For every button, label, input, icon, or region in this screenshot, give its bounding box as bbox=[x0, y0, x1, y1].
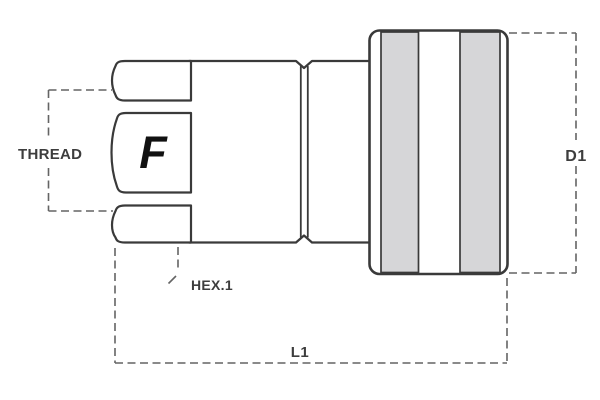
dimension-label-group: THREAD HEX.1 L1 D1 bbox=[18, 146, 586, 361]
body-top-edge bbox=[187, 59, 373, 70]
knurl-band-left bbox=[380, 31, 420, 274]
knurl-band-right bbox=[459, 31, 501, 274]
hex-face-middle bbox=[110, 111, 193, 194]
l1-label: L1 bbox=[291, 344, 310, 361]
body-bottom-edge bbox=[187, 234, 373, 244]
hex-leader-tick bbox=[167, 275, 177, 285]
hex-nut bbox=[110, 59, 193, 244]
hex-face-bottom bbox=[110, 204, 193, 244]
hex1-label: HEX.1 bbox=[191, 277, 233, 293]
brand-logo-f-icon: F bbox=[139, 127, 168, 178]
thread-label: THREAD bbox=[18, 146, 82, 163]
coupling-body bbox=[187, 59, 373, 244]
d1-label: D1 bbox=[565, 148, 586, 165]
hex-face-top bbox=[110, 59, 193, 102]
sleeve bbox=[368, 29, 509, 276]
dimension-lines bbox=[47, 32, 577, 364]
